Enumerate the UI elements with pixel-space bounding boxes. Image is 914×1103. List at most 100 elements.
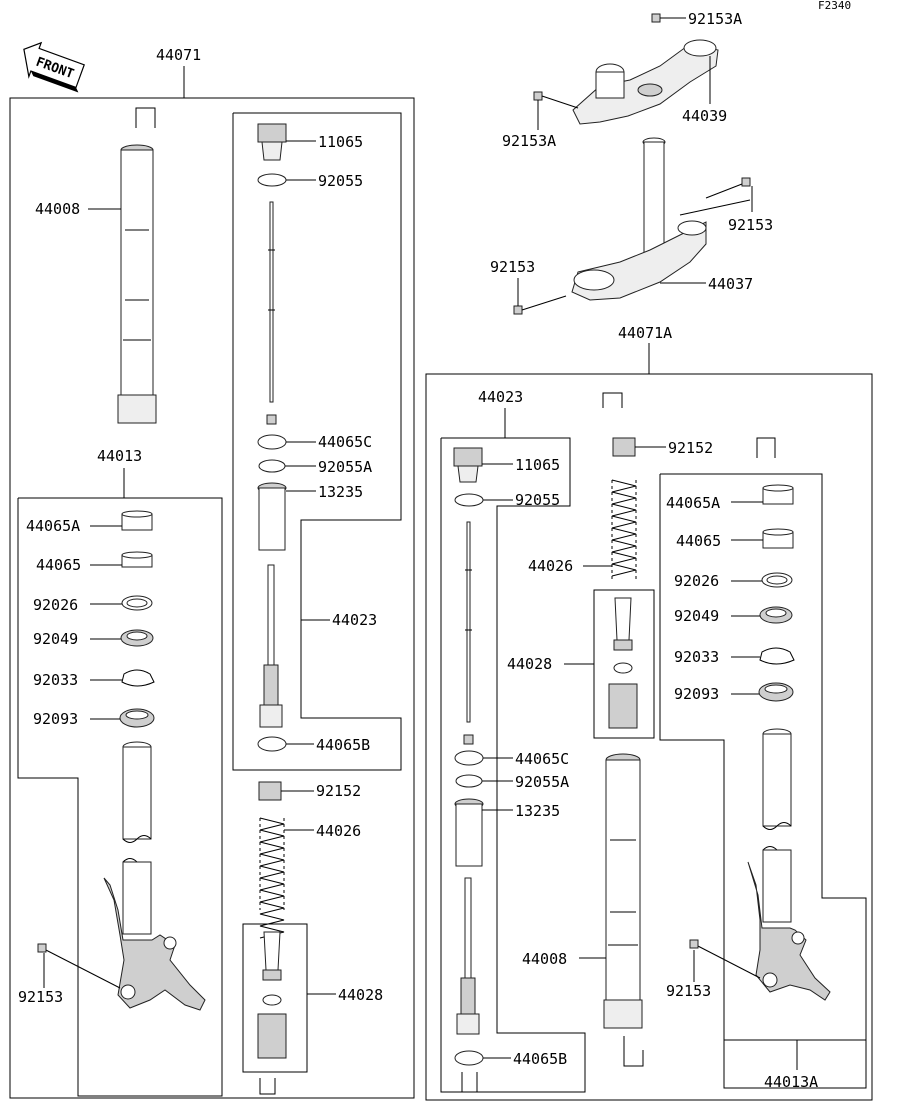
right-cartridge-rod <box>456 877 480 1035</box>
left-damper-frame <box>232 112 402 771</box>
left-damper-rod <box>266 201 277 425</box>
label-bush-l: 13235 <box>318 483 363 501</box>
label-ring-b-l: 44065B <box>316 736 370 754</box>
stem-clamp-bolt-right <box>705 177 751 199</box>
upper-clamp-bolt-1 <box>651 13 672 23</box>
label-ring-c-l: 44065C <box>318 433 372 451</box>
right-ring-c <box>454 750 484 766</box>
label-tube-left: 44008 <box>35 200 80 218</box>
left-kit-parts <box>257 931 287 1059</box>
right-inner-tube <box>603 753 643 1029</box>
right-bushing-sleeve <box>454 798 484 867</box>
label-l-bush: 44065 <box>36 556 81 574</box>
right-o-ring <box>454 493 484 507</box>
right-dust-seal <box>758 682 794 702</box>
label-r-seal: 92049 <box>674 607 719 625</box>
label-oring-r: 92055 <box>515 491 560 509</box>
left-fork-spring <box>259 817 285 939</box>
label-asm-right: 44071A <box>618 324 672 342</box>
left-bushing-sleeve <box>257 482 287 551</box>
right-oil-seal <box>759 606 793 624</box>
steering-stem <box>571 137 707 301</box>
label-r-bush: 44065 <box>676 532 721 550</box>
left-ring-b <box>257 736 287 752</box>
left-washer <box>121 595 153 611</box>
right-damper-rod <box>463 521 474 745</box>
upper-bracket <box>572 39 719 125</box>
right-ring-b <box>454 1050 484 1066</box>
label-l-seal: 92049 <box>33 630 78 648</box>
left-top-cap <box>257 123 287 161</box>
label-damper-right: 44023 <box>478 388 523 406</box>
label-oring-a-l: 92055A <box>318 458 372 476</box>
label-lower-right: 44013A <box>764 1073 818 1091</box>
left-cartridge-rod <box>259 564 283 728</box>
label-bush-r: 13235 <box>515 802 560 820</box>
right-washer <box>761 572 793 588</box>
right-damper-frame <box>440 437 586 1093</box>
left-o-ring <box>257 173 287 187</box>
left-lower-frame <box>17 497 223 1097</box>
right-top-cap <box>453 447 483 483</box>
label-r-washer: 92026 <box>674 572 719 590</box>
label-r-dust: 92093 <box>674 685 719 703</box>
left-o-ring-a <box>258 459 286 473</box>
label-bolt-stem-r: 92153 <box>728 216 773 234</box>
label-cap-l: 11065 <box>318 133 363 151</box>
label-spring-l: 44026 <box>316 822 361 840</box>
label-ring-b-r: 44065B <box>513 1050 567 1068</box>
upper-clamp-bolt-2 <box>533 91 579 109</box>
label-damper-left: 44023 <box>332 611 377 629</box>
label-bolt-upper-2: 92153A <box>502 132 556 150</box>
label-l-clip: 92033 <box>33 671 78 689</box>
left-kit-frame <box>242 923 308 1073</box>
label-l-axle-bolt: 92153 <box>18 988 63 1006</box>
right-nut <box>612 437 636 457</box>
label-spring-r: 44026 <box>528 557 573 575</box>
label-stem: 44037 <box>708 275 753 293</box>
right-outer-tube <box>747 728 831 1001</box>
left-oil-seal <box>120 629 154 647</box>
left-nut <box>258 781 282 801</box>
right-kit-parts <box>608 597 638 729</box>
label-oring-l: 92055 <box>318 172 363 190</box>
stem-clamp-bolt-left <box>513 295 567 315</box>
label-cap-r: 11065 <box>515 456 560 474</box>
label-l-dust: 92093 <box>33 710 78 728</box>
label-lower-left: 44013 <box>97 447 142 465</box>
label-nut-l: 92152 <box>316 782 361 800</box>
left-retaining-clip <box>121 669 155 687</box>
figure-code: F2340 <box>818 0 851 12</box>
label-r-bush-a: 44065A <box>666 494 720 512</box>
label-l-bush-a: 44065A <box>26 517 80 535</box>
label-tube-right: 44008 <box>522 950 567 968</box>
label-nut-r: 92152 <box>668 439 713 457</box>
left-bushing-a <box>121 510 153 531</box>
right-bushing <box>762 528 794 549</box>
right-fork-spring <box>611 479 637 580</box>
left-ring-c <box>257 434 287 450</box>
label-ring-c-r: 44065C <box>515 750 569 768</box>
label-bolt-upper-1: 92153A <box>688 10 742 28</box>
left-dust-seal <box>119 708 155 728</box>
left-bushing <box>121 551 153 568</box>
left-outer-tube <box>103 741 206 1011</box>
left-inner-tube <box>117 107 157 424</box>
label-l-washer: 92026 <box>33 596 78 614</box>
label-r-clip: 92033 <box>674 648 719 666</box>
right-lower-frame <box>659 473 867 1089</box>
right-retaining-clip <box>759 647 795 665</box>
right-bushing-a <box>762 484 794 505</box>
label-asm-left: 44071 <box>156 46 201 64</box>
label-r-axle-bolt: 92153 <box>666 982 711 1000</box>
right-assembly-frame <box>425 373 873 1101</box>
label-bolt-stem-l: 92153 <box>490 258 535 276</box>
front-direction-badge: FRONT <box>23 41 85 93</box>
left-axle-clamp-bolt <box>37 943 121 989</box>
left-assembly-frame <box>9 97 415 1099</box>
label-kit-r: 44028 <box>507 655 552 673</box>
label-upper-bracket: 44039 <box>682 107 727 125</box>
label-oring-a-r: 92055A <box>515 773 569 791</box>
label-kit-l: 44028 <box>338 986 383 1004</box>
